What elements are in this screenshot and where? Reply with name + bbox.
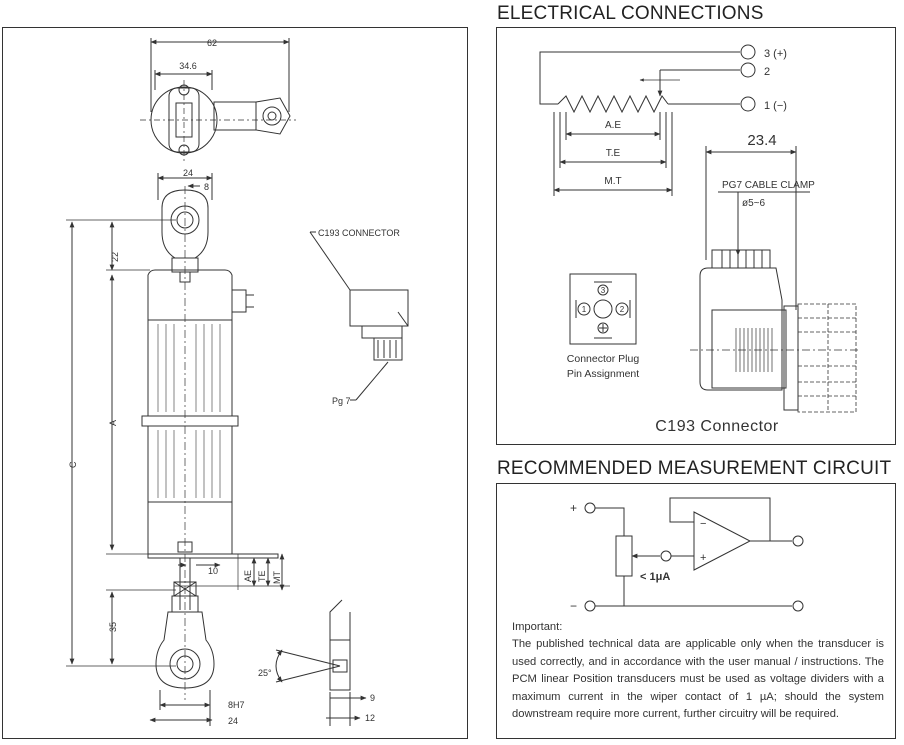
te-label: T.E xyxy=(606,148,621,159)
top-view xyxy=(140,38,296,162)
mechanical-drawing-panel xyxy=(2,27,468,739)
pin-2-label: 2 xyxy=(764,66,770,78)
supply-minus-label: − xyxy=(570,599,577,613)
dim-35: 35 xyxy=(108,622,118,632)
pg7-cable-clamp-label: PG7 CABLE CLAMP xyxy=(722,180,815,191)
dim-MT: MT xyxy=(272,571,282,584)
plug-pin-3: 3 xyxy=(601,286,606,295)
plug-caption-line1: Connector Plug xyxy=(567,353,640,365)
measurement-circuit-heading: RECOMMENDED MEASUREMENT CIRCUIT xyxy=(497,458,892,479)
supply-plus-label: + xyxy=(570,501,577,515)
c193-connector-label: C193 CONNECTOR xyxy=(318,228,400,238)
c193-connector-side xyxy=(309,231,409,401)
bottom-rod-eye xyxy=(149,558,215,726)
dim-25-degrees: 25° xyxy=(258,668,272,678)
dim-C: C xyxy=(68,461,78,468)
dim-TE: TE xyxy=(257,570,267,582)
length-dimensions xyxy=(66,219,290,667)
dim-10: 10 xyxy=(208,566,218,576)
mt-label: M.T xyxy=(604,176,621,187)
ae-label: A.E xyxy=(605,120,621,131)
opamp-minus-label: − xyxy=(700,518,706,530)
c193-connector-drawing xyxy=(690,146,860,413)
dim-24-bottom: 24 xyxy=(228,716,238,726)
opamp-plus-label: + xyxy=(700,552,706,564)
dim-22: 22 xyxy=(110,252,120,262)
pin-1-label: 1 (−) xyxy=(764,100,787,112)
dim-12: 12 xyxy=(365,713,375,723)
c193-connector-title: C193 Connector xyxy=(655,418,779,435)
important-title: Important: xyxy=(512,621,563,633)
important-note: Important: The published technical data … xyxy=(512,619,884,723)
dim-23-4: 23.4 xyxy=(747,132,776,149)
transducer-body xyxy=(141,186,279,700)
plug-pin-2: 2 xyxy=(620,305,625,314)
diameter-label: ø5~6 xyxy=(742,198,766,209)
electrical-connections-panel xyxy=(496,27,896,445)
potentiometer-schematic xyxy=(539,44,756,196)
wiper-current-label: < 1μA xyxy=(640,571,670,583)
dim-AE: AE xyxy=(243,570,253,582)
plug-pin-1: 1 xyxy=(582,305,587,314)
dim-8h7: 8H7 xyxy=(228,700,245,710)
electrical-connections-heading: ELECTRICAL CONNECTIONS xyxy=(497,3,764,24)
pin-3-label: 3 (+) xyxy=(764,48,787,60)
bottom-side-view xyxy=(275,599,367,726)
dim-24-top: 24 xyxy=(183,168,193,178)
pg7-label: Pg 7 xyxy=(332,396,351,406)
dim-8: 8 xyxy=(204,182,209,192)
dim-9: 9 xyxy=(370,693,375,703)
dim-34-6: 34.6 xyxy=(179,61,197,71)
connector-plug-diagram xyxy=(569,273,637,345)
transducer-drawing xyxy=(66,38,409,726)
important-text: The published technical data are applica… xyxy=(512,638,884,721)
dim-62: 62 xyxy=(207,38,217,48)
measurement-circuit-schematic xyxy=(584,497,804,612)
measurement-circuit-panel xyxy=(496,483,896,739)
dim-A: A xyxy=(108,420,118,426)
plug-caption-line2: Pin Assignment xyxy=(567,368,639,380)
